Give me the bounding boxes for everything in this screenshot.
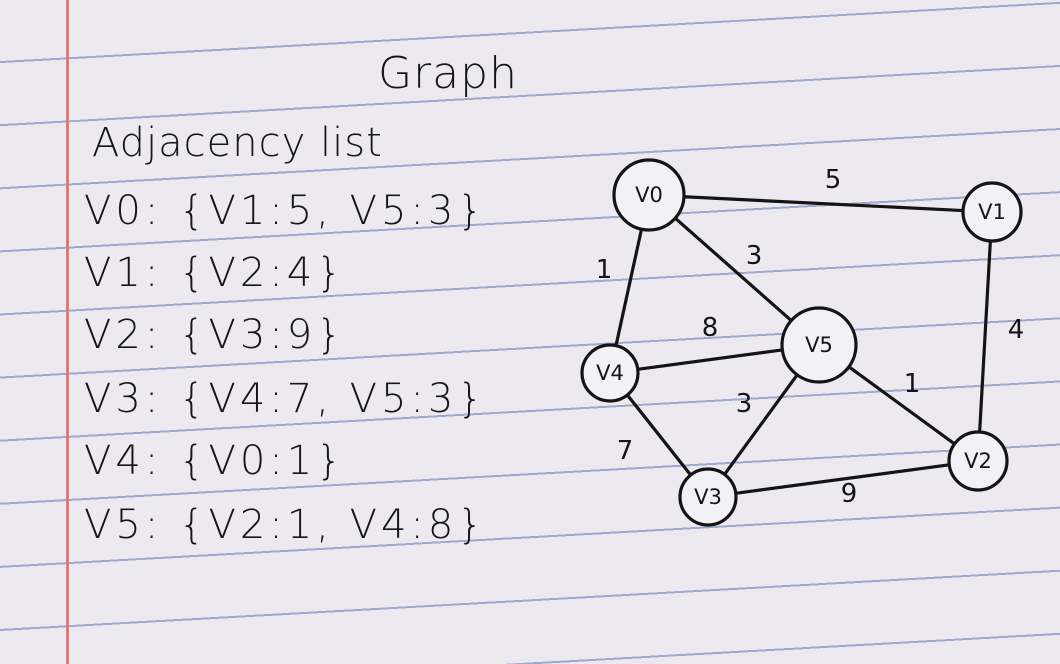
node-v5 xyxy=(780,306,858,384)
margin-line xyxy=(66,0,69,664)
adjacency-list-heading: Adjacency list xyxy=(92,120,383,166)
node-label-v1: V1 xyxy=(978,200,1006,224)
node-label-v2: V2 xyxy=(964,449,992,473)
page-title: Graph xyxy=(378,48,518,99)
node-v1 xyxy=(961,181,1023,243)
weight-label-v0-v1: 5 xyxy=(825,165,842,195)
adjacency-entry-v1: V1: {V2:4} xyxy=(84,250,346,296)
node-v4 xyxy=(580,343,640,403)
adjacency-entry-v3: V3: {V4:7, V5:3} xyxy=(84,376,487,422)
weight-label-v5-v2: 1 xyxy=(904,369,921,399)
edge-v0-v1 xyxy=(682,195,965,213)
weight-label-v1-v2: 4 xyxy=(1008,315,1025,345)
node-v3 xyxy=(678,467,738,527)
edge-v1-v2 xyxy=(978,239,992,434)
edge-v5-v2 xyxy=(847,365,957,446)
node-v2 xyxy=(947,430,1009,492)
adjacency-entry-v2: V2: {V3:9} xyxy=(84,312,346,358)
edge-v3-v5 xyxy=(722,373,799,476)
adjacency-entry-v4: V4: {V0:1} xyxy=(84,438,346,484)
edge-v0-v5 xyxy=(673,216,793,323)
weight-label-v2-v3: 9 xyxy=(841,479,858,509)
weight-label-v3-v4: 7 xyxy=(617,436,634,466)
adjacency-entry-v0: V0: {V1:5, V5:3} xyxy=(84,188,487,234)
adjacency-entry-v5: V5: {V2:1, V4:8} xyxy=(84,502,487,548)
node-label-v4: V4 xyxy=(596,361,624,385)
edge-v3-v4 xyxy=(625,393,693,477)
weight-label-v0-v5: 3 xyxy=(746,241,763,271)
edge-v4-v0 xyxy=(614,227,644,348)
weight-label-v3-v5: 3 xyxy=(736,389,753,419)
node-label-v5: V5 xyxy=(805,333,833,357)
weight-label-v4-v0: 1 xyxy=(596,255,613,285)
edge-v2-v3 xyxy=(734,463,951,495)
node-v0 xyxy=(612,158,686,232)
weight-label-v5-v4: 8 xyxy=(702,313,719,343)
edge-v5-v4 xyxy=(636,348,784,371)
node-label-v0: V0 xyxy=(635,183,663,207)
node-label-v3: V3 xyxy=(694,485,722,509)
